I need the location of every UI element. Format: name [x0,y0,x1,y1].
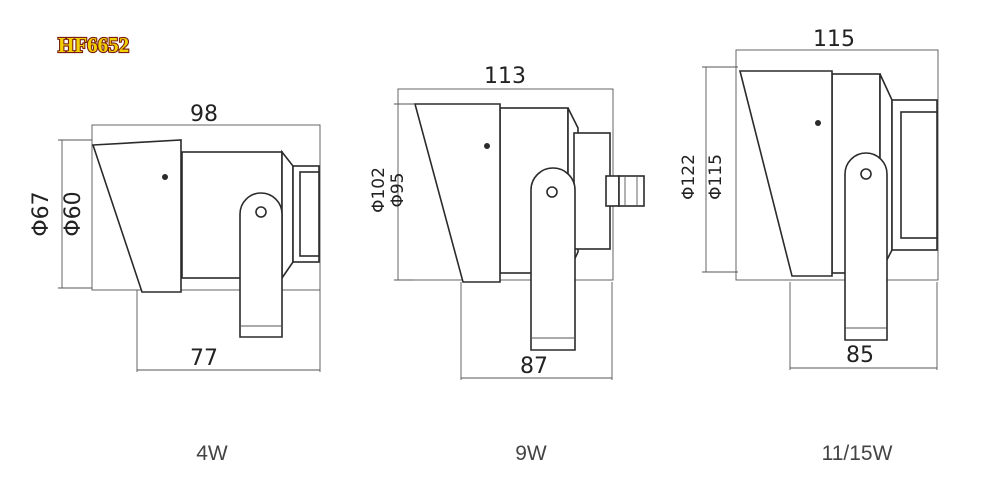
fixture-11-15w: 115 85 Φ122 Φ115 11/15W [679,27,939,465]
bracket-label-9w: 87 [520,354,548,379]
dimension-frame-11-15w [735,49,939,281]
caption-11-15w: 11/15W [822,442,893,465]
lens-ring-9w [573,132,611,250]
outer-diameter-label-4w: Φ67 [29,191,54,236]
fixture-4w: 98 77 Φ67 Φ60 4W [29,102,321,465]
inner-diameter-label-11-15w: Φ115 [706,154,726,200]
bracket-label-4w: 77 [190,346,218,371]
bracket-9w [530,167,576,351]
cowl-11-15w [738,70,833,277]
inner-diameter-label-9w: Φ95 [388,172,408,207]
caption-4w: 4W [196,442,228,465]
length-label-11-15w: 115 [813,27,855,52]
outer-diameter-label-11-15w: Φ122 [679,154,699,200]
fixture-9w: 113 87 Φ102 Φ95 9W [369,64,645,465]
dimension-frame-4w [91,124,321,291]
bracket-4w [239,192,283,338]
cable-gland-9w [618,175,645,207]
length-label-9w: 113 [484,64,526,89]
cowl-9w [413,103,501,283]
model-label: HF6652 [58,33,129,57]
bracket-label-11-15w: 85 [846,343,874,368]
inner-diameter-label-4w: Φ60 [61,191,86,236]
length-label-4w: 98 [190,102,218,127]
outer-diameter-label-9w: Φ102 [369,167,389,213]
bracket-11-15w [844,152,888,341]
caption-9w: 9W [515,442,547,465]
cowl-4w [91,139,182,293]
